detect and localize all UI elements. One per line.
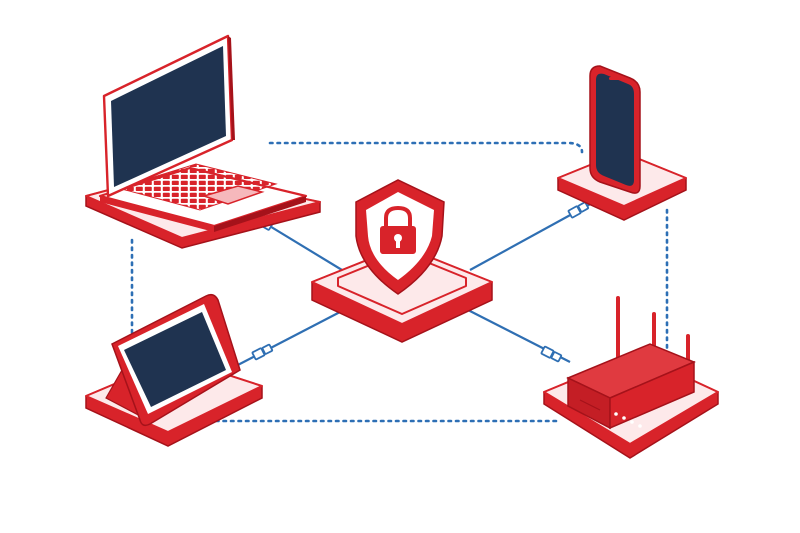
node-router (543, 296, 719, 459)
node-laptop (85, 34, 321, 249)
smartphone-icon (589, 65, 641, 194)
tablet-icon (105, 293, 241, 427)
status-lights (614, 412, 642, 428)
node-tablet (85, 293, 263, 447)
link-tablet-hub (231, 311, 341, 369)
wifi-router-icon (566, 296, 696, 430)
dotted-link-laptop-phone (268, 141, 584, 154)
laptop-icon (98, 34, 308, 232)
shield-lock-icon (355, 179, 445, 295)
node-smartphone (557, 65, 687, 221)
dotted-connections (130, 141, 669, 423)
node-security-hub (311, 179, 493, 343)
